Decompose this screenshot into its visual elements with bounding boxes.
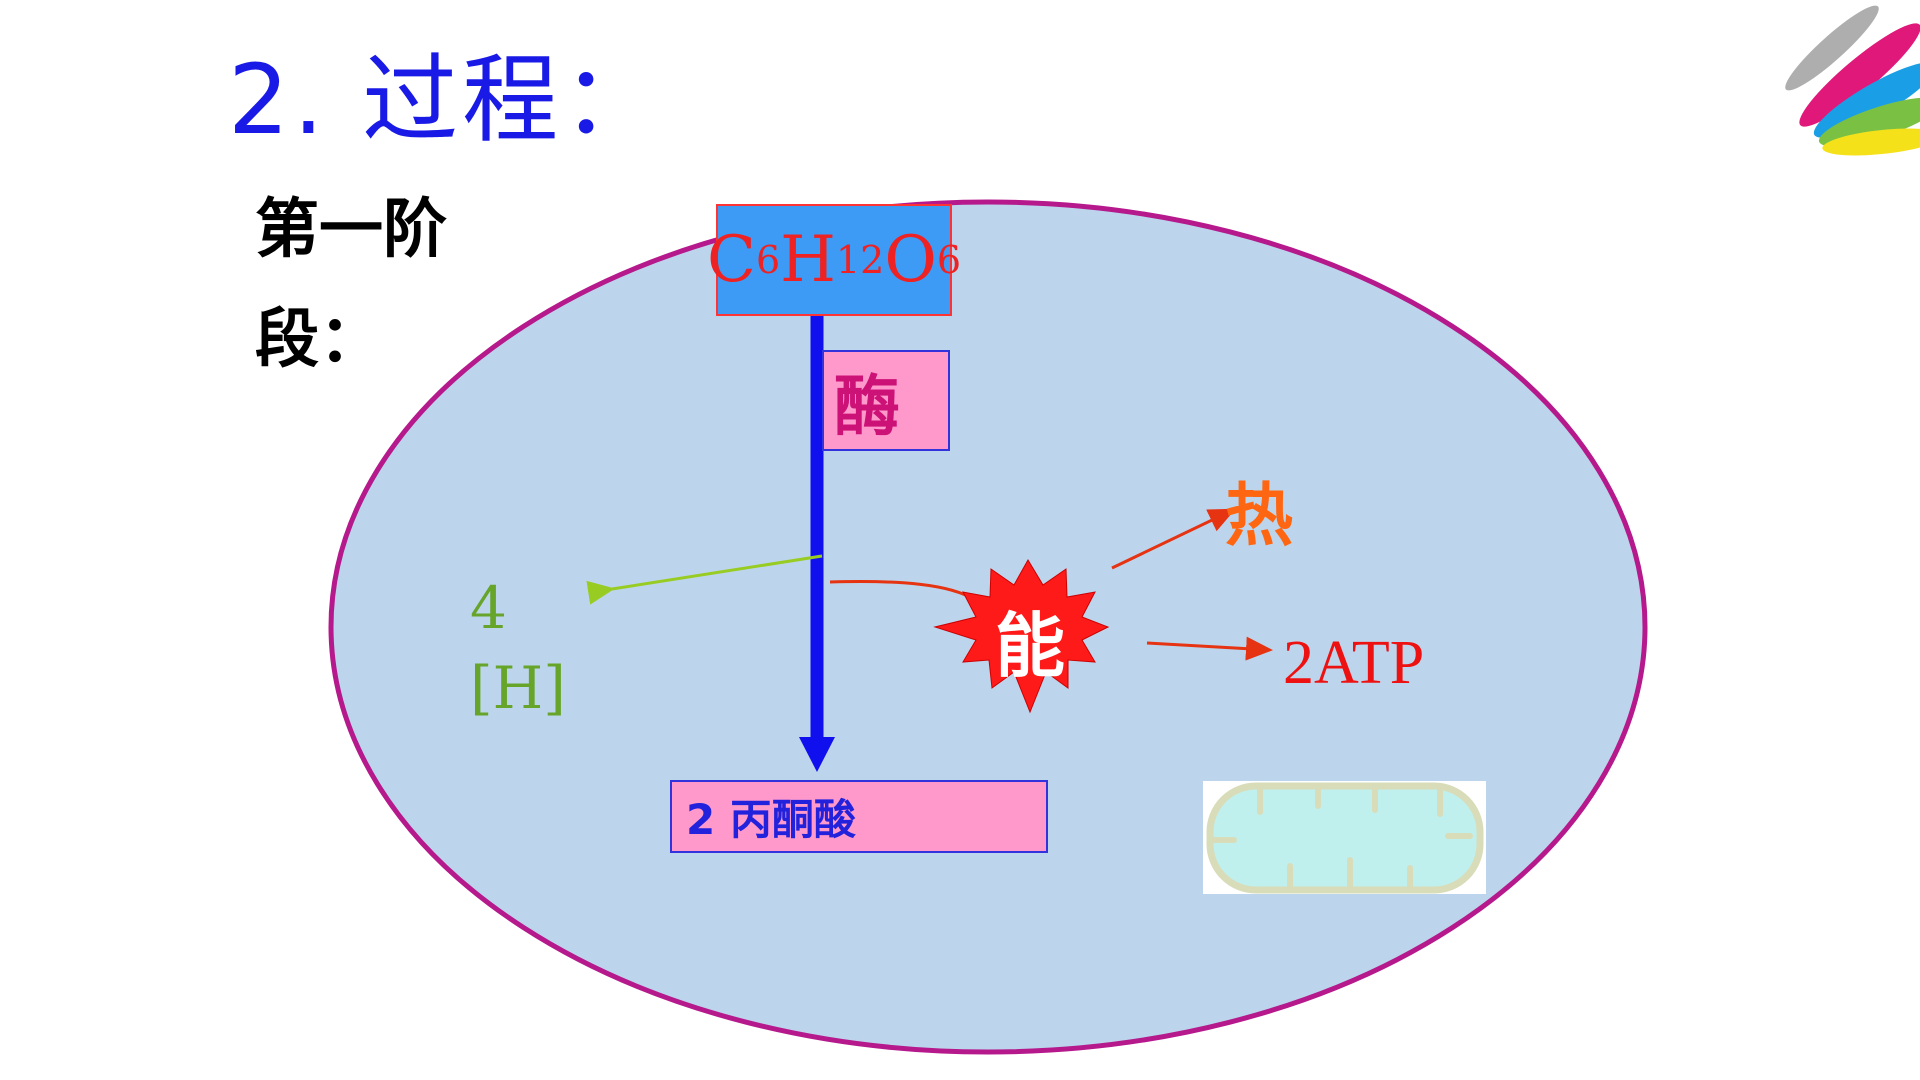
hydrogen-arrow: [586, 554, 823, 605]
page-title: 2. 过程：: [228, 44, 663, 156]
glucose-c-sub: 6: [755, 238, 781, 282]
enzyme-box: 酶: [822, 350, 950, 451]
mitochondrion-icon: [1203, 781, 1486, 894]
energy-burst-icon: [933, 559, 1110, 714]
brand-stripes-logo: [1785, 5, 1920, 156]
stage-label: 第一阶段：: [255, 193, 447, 377]
hydrogen-label: 4[H]: [470, 574, 566, 722]
glucose-o-sub: 6: [936, 238, 961, 282]
glucose-c: C: [707, 223, 756, 297]
heat-label: 热: [1225, 477, 1294, 556]
heat-arrow: [1111, 508, 1236, 570]
atp-arrow: [1146, 636, 1273, 661]
glucose-h-sub: 12: [835, 238, 885, 282]
atp-label: 2ATP: [1283, 629, 1425, 697]
pyruvate-box: 2 丙酮酸: [670, 780, 1048, 853]
glucose-o: O: [884, 223, 937, 297]
glucose-h: H: [780, 223, 836, 297]
main-down-arrow: [799, 292, 835, 772]
energy-label: 能: [995, 605, 1065, 687]
